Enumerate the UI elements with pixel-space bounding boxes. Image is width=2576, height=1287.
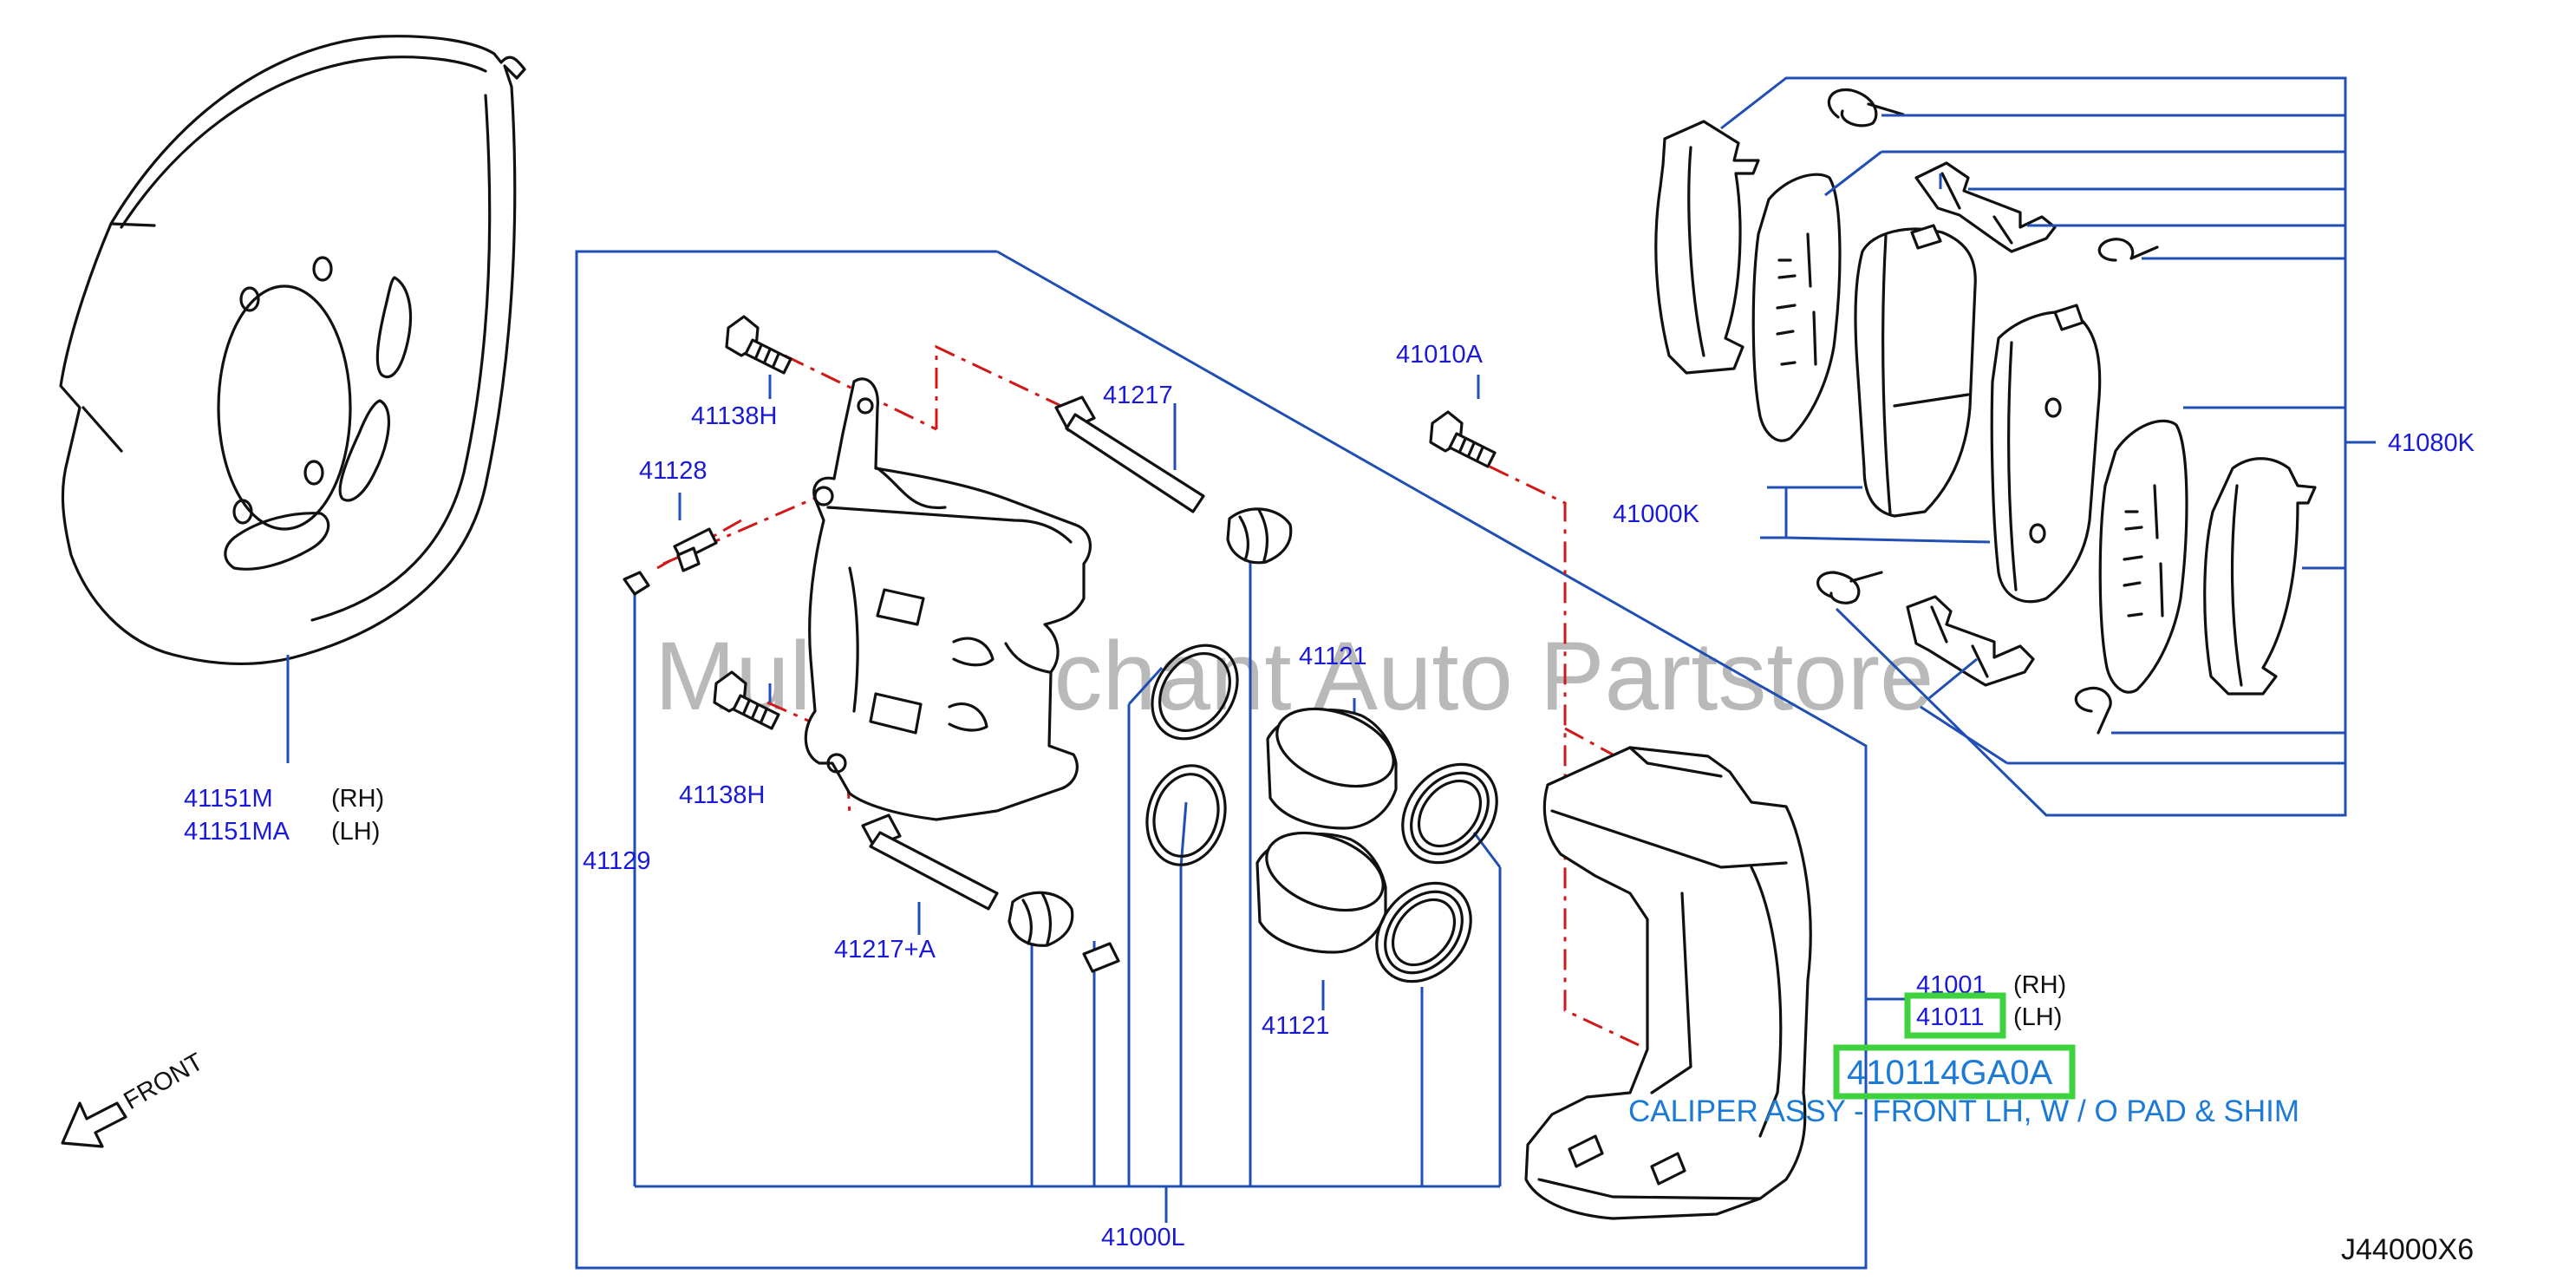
label-41121-top: 41121	[1299, 643, 1367, 670]
pad-shim-outer-right	[2203, 457, 2317, 696]
label-41128: 41128	[639, 457, 708, 485]
label-41121-low: 41121	[1262, 1012, 1330, 1040]
label-41011-side: (LH)	[2013, 1003, 2062, 1031]
highlight-box-41011	[1904, 992, 2006, 1039]
spring-upper-right	[2097, 238, 2159, 262]
label-41000L: 41000L	[1101, 1224, 1185, 1251]
highlight-box-part-number	[1833, 1044, 2076, 1100]
label-41000K: 41000K	[1613, 500, 1700, 528]
spring-upper-left	[1827, 88, 1905, 127]
dust-seal-lower	[1375, 881, 1472, 983]
reference-code: J44000X6	[2341, 1233, 2474, 1266]
spring-lower-right	[2074, 686, 2112, 735]
dust-seal-upper	[1401, 762, 1498, 865]
caliper-body-drawing	[804, 377, 1092, 821]
seal-ring-upper	[1151, 644, 1239, 741]
piston-upper	[1266, 707, 1398, 830]
pin-41217A	[861, 813, 999, 911]
pad-shim-outer-left	[1654, 120, 1760, 375]
highlighted-part-number[interactable]: 410114GA0A	[1847, 1054, 2053, 1092]
caliper-group-outline	[575, 250, 1868, 1270]
dust-shield-drawing	[59, 35, 526, 666]
label-41129: 41129	[583, 847, 651, 875]
pad-backing-left	[1751, 173, 1842, 442]
spring-lower-left	[1816, 571, 1883, 604]
label-41138H-low: 41138H	[679, 781, 765, 809]
label-41217A: 41217+A	[834, 936, 936, 964]
bolt-41138H-top	[725, 315, 792, 375]
boot-41217	[1226, 507, 1293, 565]
seal-ring-lower	[1145, 764, 1227, 866]
bracket-drawing	[1524, 746, 1812, 1220]
bolt-41010A	[1429, 410, 1497, 468]
label-41151M-side: (RH)	[331, 785, 384, 813]
label-41011[interactable]: 41011	[1916, 1003, 1985, 1031]
pad-outer	[1990, 304, 2102, 604]
piston-lower	[1255, 831, 1387, 954]
bolt-41138H-low	[713, 670, 780, 730]
pad-backing-right	[2098, 419, 2188, 694]
label-41138H-top: 41138H	[691, 402, 777, 430]
label-41151MA: 41151MA	[184, 818, 290, 846]
boot-41217A	[1008, 891, 1120, 973]
label-41151MA-side: (LH)	[331, 818, 380, 846]
label-41080K: 41080K	[2388, 429, 2475, 457]
label-41151M: 41151M	[184, 785, 273, 813]
highlighted-part-description: CALIPER ASSY - FRONT LH, W / O PAD & SHI…	[1628, 1094, 2299, 1128]
pin-41217	[1054, 395, 1205, 513]
label-41001-side: (RH)	[2013, 971, 2066, 999]
pad-inner	[1854, 224, 1977, 518]
clip-lower	[1906, 595, 2035, 687]
bleeder-41128	[623, 527, 718, 596]
label-41010A: 41010A	[1396, 341, 1484, 369]
front-arrow-icon	[61, 1101, 127, 1148]
clip-upper	[1914, 161, 2057, 253]
front-label: FRONT	[120, 1048, 209, 1115]
label-41217: 41217	[1103, 382, 1173, 409]
